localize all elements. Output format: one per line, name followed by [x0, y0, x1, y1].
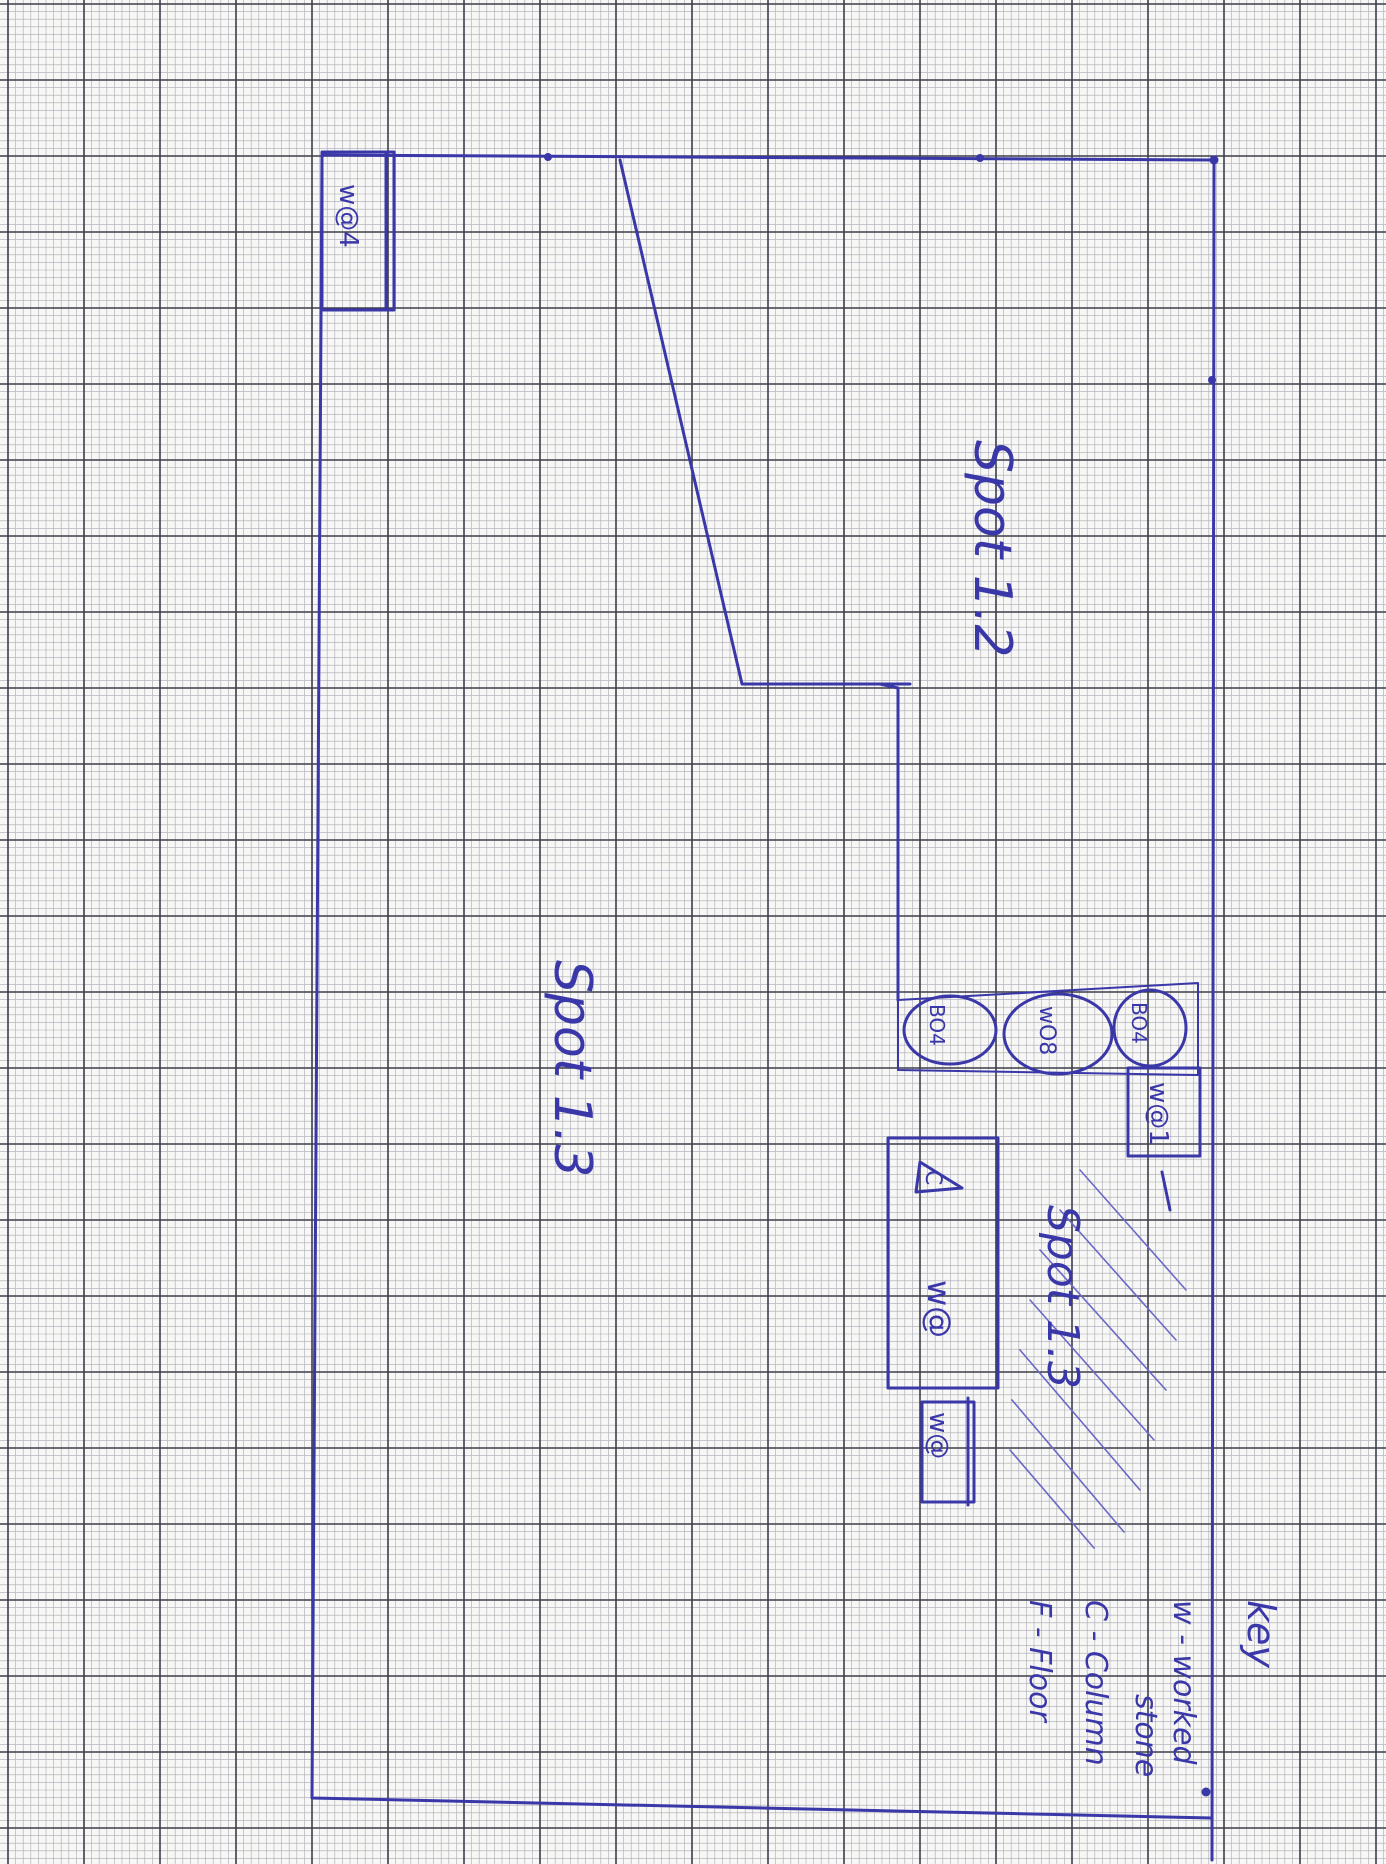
inner-box-cell-label: w@	[920, 1280, 958, 1338]
boundary-corner-dot	[1201, 1787, 1211, 1797]
hatch-line	[1019, 1349, 1141, 1491]
right-feature-box	[1126, 1066, 1202, 1158]
legend-title: key	[1239, 1600, 1283, 1668]
circled-feature-1	[902, 994, 998, 1066]
inner-box-triangle	[914, 1160, 964, 1194]
hatch-line	[1011, 1399, 1125, 1533]
boundary-mid-dot	[1208, 376, 1216, 384]
legend-line-floor: F - Floor	[1022, 1600, 1057, 1723]
hatch-line	[1039, 1249, 1167, 1391]
inner-feature-box	[886, 1136, 1000, 1390]
legend-line-worked: w - worked	[1166, 1600, 1201, 1765]
site-plan	[310, 150, 1219, 1862]
spot-upper-label: Spot 1.2	[962, 440, 1022, 657]
boundary-corner-dot	[1209, 155, 1219, 165]
hatch-line	[1079, 1169, 1187, 1291]
hatch-line	[1059, 1209, 1177, 1341]
top-left-box-label: w@4	[333, 184, 363, 248]
bottom-feature-box	[920, 1400, 976, 1504]
circled-feature-3	[1112, 988, 1188, 1068]
bottom-box-label: w@	[923, 1412, 953, 1459]
top-left-feature-box	[320, 150, 396, 312]
right-box-label: w@1	[1143, 1082, 1173, 1146]
circled-feature-2	[1002, 992, 1114, 1076]
spot-hatched-label: Spot 1.3	[1037, 1205, 1088, 1389]
boundary-mid-dot	[544, 153, 552, 161]
legend-line-column: C - Column	[1078, 1600, 1113, 1766]
right-box-tick	[1160, 1170, 1172, 1212]
inner-box-triangle-label: C	[920, 1170, 945, 1185]
circle-row-outline	[897, 982, 1199, 1076]
circle-2-label: wO8	[1034, 1006, 1059, 1055]
spot-main-label: Spot 1.3	[542, 960, 602, 1177]
spot-dividing-line	[618, 158, 912, 1002]
hatch-line	[1009, 1449, 1095, 1549]
boundary-mid-dot	[976, 154, 984, 162]
hatch-line	[1029, 1299, 1155, 1441]
circle-1-label: BO4	[925, 1004, 949, 1046]
hatched-area	[1009, 1169, 1187, 1549]
legend-key: key w - worked stone C - Column F - Floo…	[1022, 1600, 1283, 1777]
legend-line-stone: stone	[1128, 1694, 1163, 1777]
circle-3-label: BO4	[1127, 1002, 1151, 1044]
